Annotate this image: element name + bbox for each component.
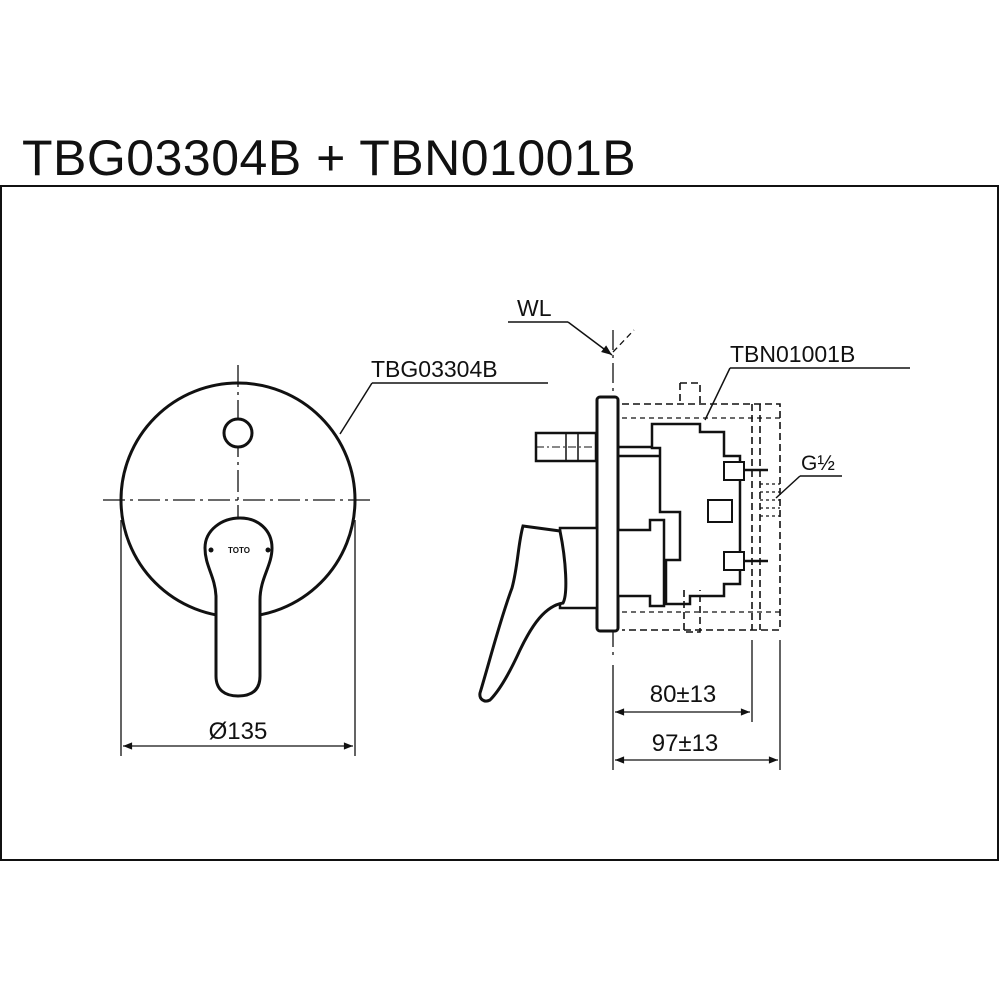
thread-label: G½ (801, 452, 835, 475)
drawing-frame (0, 185, 999, 861)
handle-dot-right (265, 547, 271, 553)
concealed-box-outline (622, 403, 781, 631)
faceplate-leader (339, 382, 373, 435)
valve-port-bottom (723, 551, 745, 571)
lever-handle (203, 516, 274, 698)
drawing-title: TBG03304B + TBN01001B (22, 130, 637, 186)
side-lever (478, 524, 568, 703)
depth-small-label: 80±13 (650, 681, 717, 708)
diameter-label: Ø135 (209, 718, 268, 745)
handle-logo: TOTO (228, 546, 250, 555)
faceplate-part-label: TBG03304B (371, 356, 498, 382)
handle-dot-left (208, 547, 214, 553)
thread-hatch (760, 483, 780, 517)
depth-large-label: 97±13 (652, 730, 719, 757)
valve-port-middle (707, 499, 733, 523)
body-leader (704, 367, 731, 421)
wl-label: WL (517, 295, 552, 321)
front-view: TOTO (103, 365, 548, 698)
rear-cartridge (616, 518, 666, 608)
thread-leader (775, 475, 801, 499)
valve-port-top (723, 461, 745, 481)
wl-leader (567, 321, 613, 356)
depth-dimensions (612, 640, 781, 770)
side-view (478, 321, 910, 703)
diverter-button (222, 417, 254, 449)
diameter-dimension (120, 520, 356, 756)
wall-line-top (612, 329, 635, 353)
side-faceplate (595, 395, 620, 633)
valve-body (650, 422, 742, 606)
body-part-label: TBN01001B (730, 341, 855, 367)
